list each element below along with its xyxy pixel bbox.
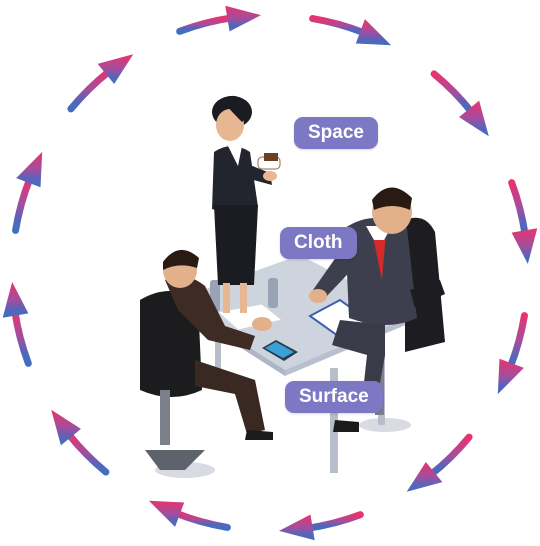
arrow-head [355,19,392,46]
label-surface: Surface [285,381,383,413]
label-cloth: Cloth [280,227,357,259]
arrow-head [497,358,524,395]
arrow-head [97,54,134,84]
arrow-head [459,100,489,137]
arrow-head [279,514,315,541]
arrow-head [16,151,43,188]
label-space: Space [294,117,378,149]
arrow-head [51,409,81,446]
woman-waitress [212,95,281,313]
arrow-head [148,500,185,527]
arrow-head [2,282,29,318]
arrow-head [511,228,538,264]
man-left [140,249,273,470]
arrow-head [406,462,443,492]
arrow-head [225,5,261,32]
drinking-glass [268,278,278,308]
